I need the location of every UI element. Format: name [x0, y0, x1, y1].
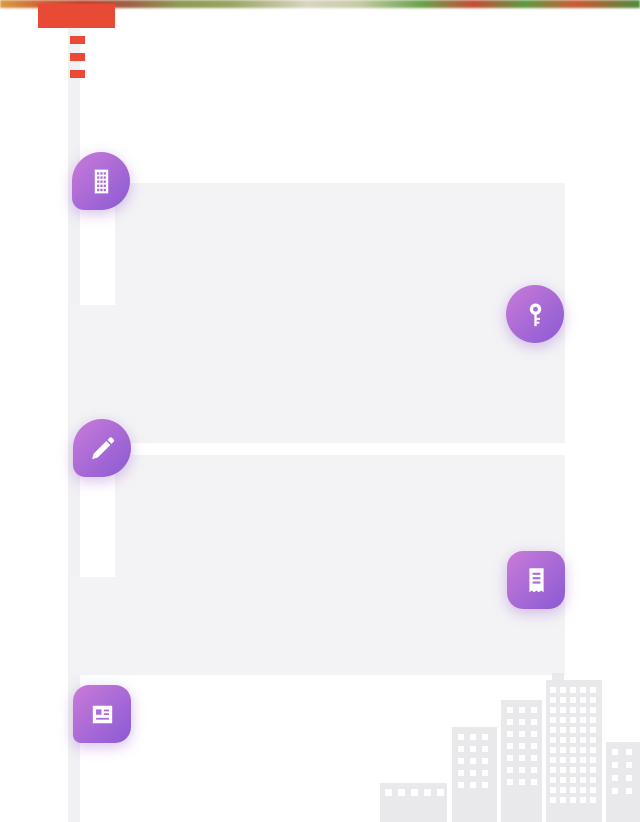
- milestone-id-card: [73, 685, 131, 743]
- red-dash: [70, 70, 85, 78]
- content-block: [115, 183, 565, 443]
- building-icon: [94, 169, 108, 193]
- content-block: [115, 455, 565, 675]
- milestone-pencil: [73, 419, 131, 477]
- pencil-icon: [91, 436, 114, 459]
- key-icon: [529, 303, 541, 326]
- skyline-windows: [385, 687, 632, 803]
- id-card-icon: [92, 705, 112, 723]
- content-block-extension: [70, 577, 116, 675]
- photo-banner: [0, 0, 640, 8]
- milestone-building: [72, 152, 130, 210]
- red-dash: [70, 53, 85, 61]
- red-tab: [38, 4, 115, 28]
- receipt-icon: [528, 567, 544, 592]
- red-dash: [70, 36, 85, 44]
- city-skyline-illustration: [380, 673, 640, 822]
- milestone-receipt: [507, 551, 565, 609]
- milestone-key: [506, 285, 564, 343]
